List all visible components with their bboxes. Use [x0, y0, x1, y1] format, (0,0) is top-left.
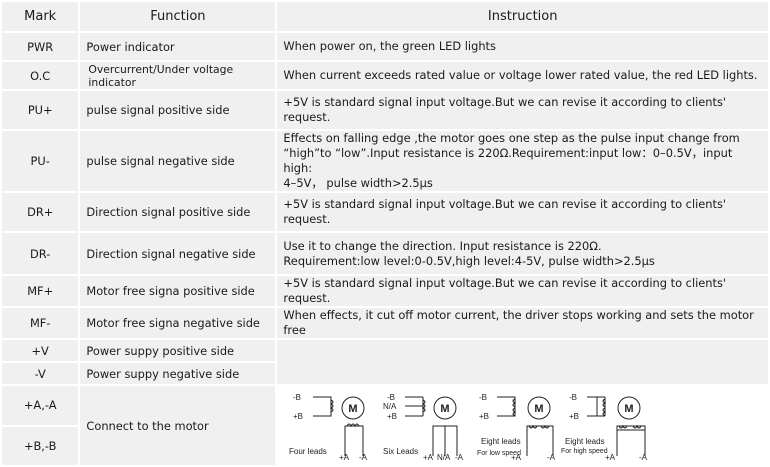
diagram-caption: Six Leads	[383, 447, 418, 456]
lead-label: +B	[293, 412, 303, 421]
table-row: PU- pulse signal negative side Effects o…	[2, 131, 768, 191]
mark-cell: PU-	[2, 131, 79, 191]
table-row: +B,-B	[2, 426, 768, 465]
function-cell: Motor free signa positive side	[80, 276, 276, 306]
mark-cell: +V	[2, 340, 79, 361]
table-row: MF+ Motor free signa positive side +5V i…	[2, 276, 768, 306]
table-row: O.C Overcurrent/Under voltage indicator …	[2, 62, 768, 89]
header-mark: Mark	[2, 2, 79, 31]
function-cell: pulse signal negative side	[80, 131, 276, 191]
instruction-cell: +5V is standard signal input voltage.But…	[277, 91, 768, 129]
instruction-cell: When power on, the green LED lights	[277, 33, 768, 60]
lead-label: +A	[423, 453, 434, 462]
instruction-cell: +5V is standard signal input voltage.But…	[277, 193, 768, 231]
instruction-line: +5V is standard signal input voltage.But…	[283, 276, 727, 305]
mark-cell: O.C	[2, 62, 79, 89]
mark-cell: DR+	[2, 193, 79, 231]
function-cell: Connect to the motor	[80, 386, 276, 465]
instruction-line: 4–5V， pulse width>2.5μs	[283, 176, 433, 190]
instruction-cell: Effects on falling edge ,the motor goes …	[277, 131, 768, 191]
motor-label: M	[441, 403, 450, 415]
lead-label: -B	[387, 393, 395, 402]
instruction-line: “high”to “low”.Input resistance is 220Ω.…	[283, 146, 733, 175]
table-row: MF- Motor free signa negative side When …	[2, 308, 768, 338]
header-instruction: Instruction	[277, 2, 768, 31]
lead-label: -A	[359, 453, 368, 462]
header-function: Function	[80, 2, 276, 31]
function-cell: pulse signal positive side	[80, 91, 276, 129]
diagram-subcaption: For high speed	[561, 448, 608, 455]
motor-label: M	[625, 403, 634, 415]
lead-label: +A	[605, 453, 616, 462]
eight-lead-low-speed-diagram	[497, 396, 554, 456]
wiring-diagrams: -B +B +A -A M Four leads -B N/A +B +A	[277, 386, 768, 465]
instruction-line: Requirement:low level:0-0.5V,high level:…	[283, 253, 655, 268]
motor-icon	[527, 396, 551, 420]
table-row: -V Power suppy negative side	[2, 363, 768, 384]
instruction-line: When effects, it cut off motor current, …	[283, 308, 754, 337]
mark-cell: DR-	[2, 233, 79, 274]
motor-label: M	[535, 403, 544, 415]
lead-label: +A	[339, 453, 350, 462]
lead-label: N/A	[383, 402, 397, 411]
function-cell: Overcurrent/Under voltage indicator	[80, 62, 276, 89]
diagram-caption: Eight leads	[481, 437, 521, 446]
lead-label: +B	[387, 412, 397, 421]
mark-cell: +A,-A	[2, 386, 79, 425]
table-row: +V Power suppy positive side	[2, 340, 768, 384]
instruction-cell	[277, 340, 768, 384]
lead-label: -B	[293, 393, 301, 402]
wiring-diagram-svg: -B +B +A -A M Four leads -B N/A +B +A	[289, 393, 648, 462]
function-cell: Power indicator	[80, 33, 276, 60]
diagram-caption: Eight leads	[565, 437, 605, 446]
instruction-line: +5V is standard signal input voltage.But…	[283, 197, 727, 226]
lead-label: -A	[455, 453, 464, 462]
instruction-line: Effects on falling edge ,the motor goes …	[283, 131, 740, 145]
six-lead-diagram	[405, 396, 458, 456]
lead-label: +B	[569, 412, 579, 421]
table-row: PU+ pulse signal positive side +5V is st…	[2, 91, 768, 129]
function-cell: Power suppy positive side	[80, 340, 276, 361]
motor-icon	[433, 396, 457, 420]
instruction-line: +5V is standard signal input voltage.But…	[283, 95, 727, 124]
lead-label: -A	[547, 453, 556, 462]
mark-cell: PWR	[2, 33, 79, 60]
mark-cell: MF-	[2, 308, 79, 338]
motor-icon	[341, 396, 365, 420]
header-row: Mark Function Instruction	[2, 2, 768, 31]
lead-label: +B	[479, 412, 489, 421]
instruction-cell: When current exceeds rated value or volt…	[277, 62, 768, 89]
function-cell: Direction signal negative side	[80, 233, 276, 274]
function-cell: Direction signal positive side	[80, 193, 276, 231]
lead-label: -B	[569, 393, 577, 402]
table-row: DR+ Direction signal positive side +5V i…	[2, 193, 768, 231]
lead-label: N/A	[437, 453, 451, 462]
instruction-line: When power on, the green LED lights	[283, 39, 496, 53]
instruction-cell: When effects, it cut off motor current, …	[277, 308, 768, 338]
diagram-caption: Four leads	[289, 447, 327, 456]
four-lead-diagram	[313, 396, 365, 456]
mark-cell: MF+	[2, 276, 79, 306]
mark-cell: +B,-B	[2, 426, 79, 465]
lead-label: +A	[511, 453, 522, 462]
table-row: +A,-A Connect to the motor -B +B +A -A M…	[2, 386, 768, 465]
lead-label: -A	[639, 453, 648, 462]
eight-lead-high-speed-diagram	[587, 396, 646, 456]
table-row: PWR Power indicator When power on, the g…	[2, 33, 768, 60]
table-row: DR- Direction signal negative side Use i…	[2, 233, 768, 274]
mark-cell: PU+	[2, 91, 79, 129]
instruction-line: When current exceeds rated value or volt…	[283, 68, 758, 82]
diagram-subcaption: For low speed	[477, 450, 521, 457]
function-cell: Motor free signa negative side	[80, 308, 276, 338]
lead-label: -B	[479, 393, 487, 402]
instruction-cell: +5V is standard signal input voltage.But…	[277, 276, 768, 306]
motor-label: M	[349, 403, 358, 415]
mark-cell: -V	[2, 363, 79, 384]
instruction-cell: Use it to change the direction. Input re…	[277, 233, 768, 274]
motor-icon	[617, 396, 641, 420]
function-cell: Power suppy negative side	[80, 363, 276, 384]
instruction-line: Use it to change the direction. Input re…	[283, 238, 602, 253]
